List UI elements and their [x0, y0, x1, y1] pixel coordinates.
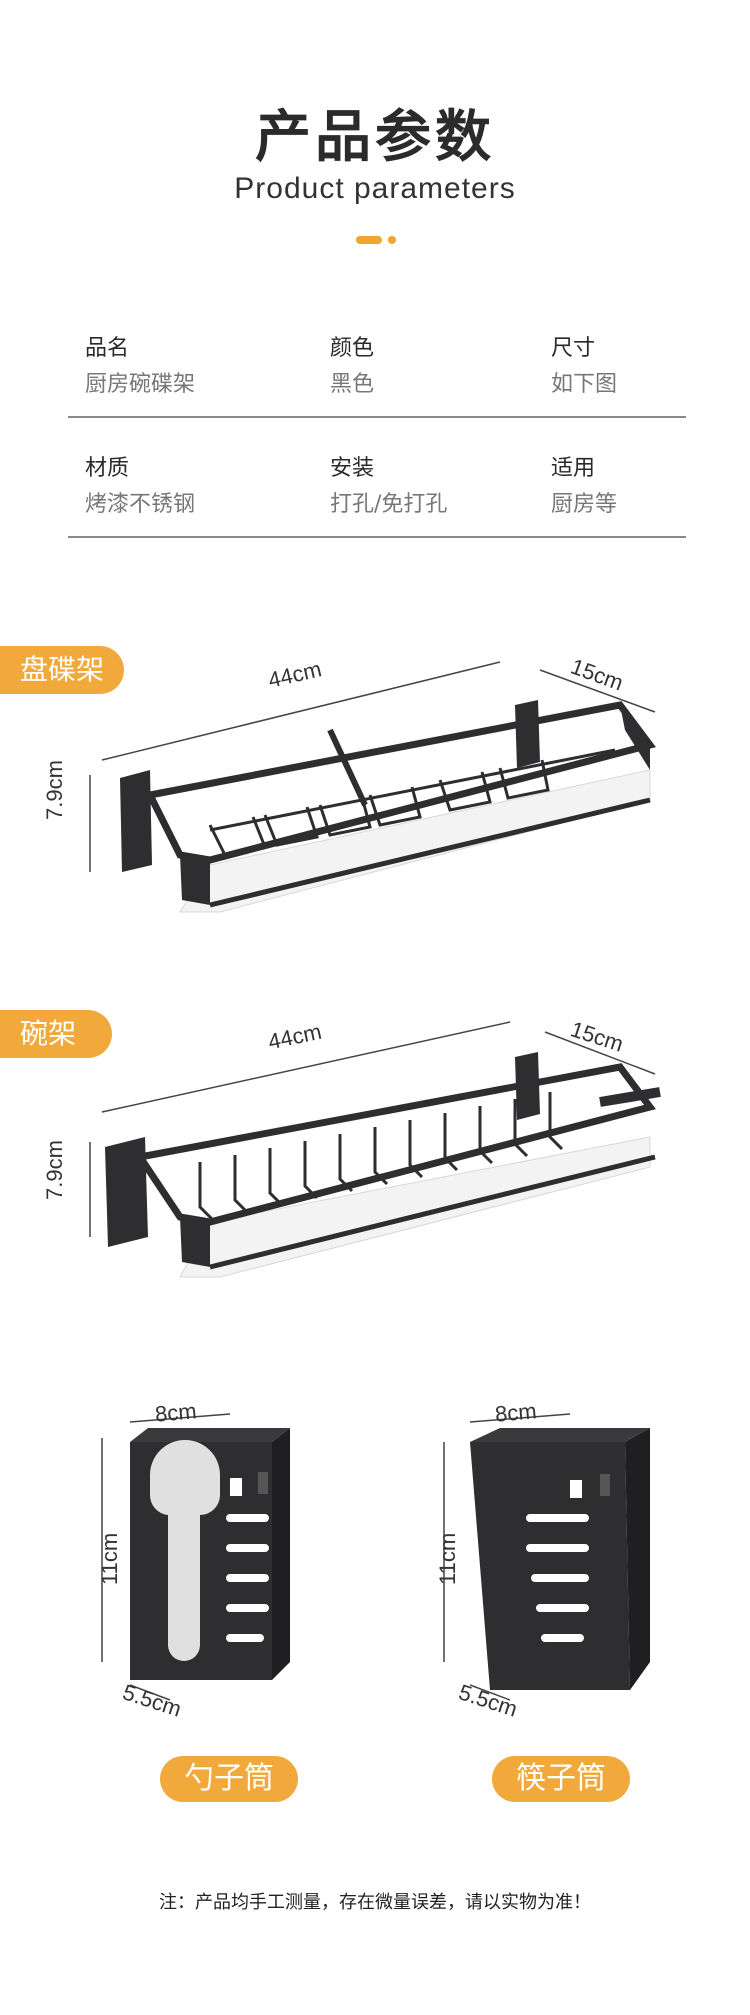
bowl-rack-illustration	[89, 1021, 661, 1278]
bowl-rack-tag: 碗架	[0, 1010, 112, 1058]
param-value: 烤漆不锈钢	[85, 492, 196, 517]
dish-rack-tag: 盘碟架	[0, 646, 125, 694]
param-label: 安装	[330, 456, 375, 481]
spoon-holder-label: 勺子筒	[160, 1756, 298, 1802]
bowl-rack-height: 7.9cm	[42, 1140, 67, 1200]
chopstick-holder-label: 筷子筒	[492, 1756, 630, 1802]
spoon-holder-illustration	[101, 1413, 290, 1701]
param-label: 材质	[85, 456, 130, 481]
spoon-holder-width: 8cm	[153, 1398, 198, 1427]
chopstick-holder-height: 11cm	[435, 1532, 460, 1585]
spoon-holder-height: 11cm	[97, 1532, 122, 1585]
accent-dot	[388, 236, 396, 244]
chopstick-holder-width: 8cm	[493, 1398, 538, 1427]
param-value: 如下图	[551, 372, 618, 397]
param-value: 打孔/免打孔	[330, 492, 448, 517]
page-title: 产品参数	[255, 105, 495, 170]
param-label: 品名	[85, 336, 130, 361]
divider	[68, 536, 686, 538]
accent-dash	[356, 236, 382, 244]
dish-rack-illustration	[89, 661, 656, 913]
page-subtitle: Product parameters	[234, 172, 516, 205]
param-label: 颜色	[330, 336, 375, 361]
param-label: 适用	[551, 456, 596, 481]
param-value: 厨房等	[551, 492, 618, 517]
disclaimer-note: 注：产品均手工测量，存在微量误差，请以实物为准！	[159, 1892, 591, 1913]
divider	[68, 416, 686, 418]
param-label: 尺寸	[551, 336, 596, 361]
chopstick-holder-illustration	[443, 1413, 650, 1701]
param-value: 厨房碗碟架	[85, 372, 196, 397]
dish-rack-height: 7.9cm	[42, 760, 67, 820]
param-value: 黑色	[330, 372, 375, 397]
